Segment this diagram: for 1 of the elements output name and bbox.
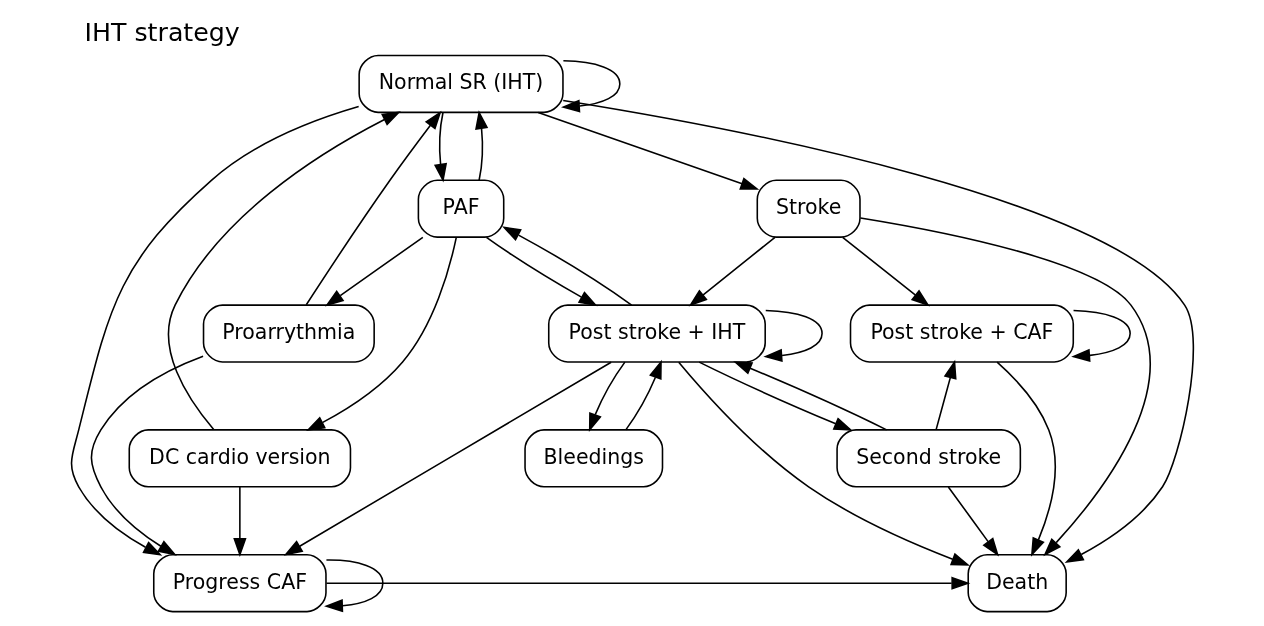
diagram-title: IHT strategy (84, 17, 240, 47)
